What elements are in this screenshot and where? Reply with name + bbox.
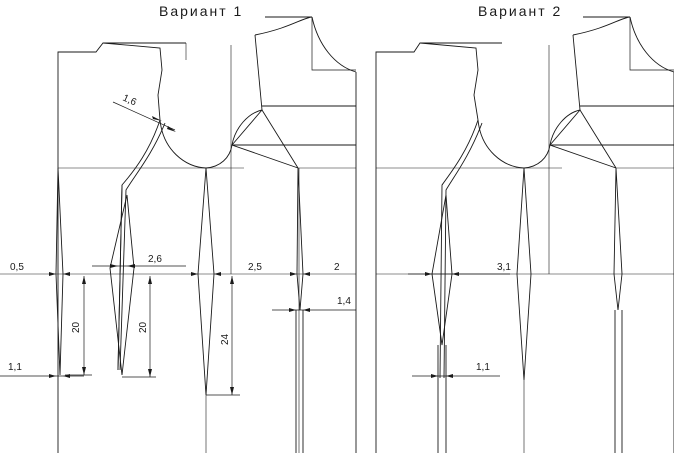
v1-frame — [57, 42, 186, 453]
variant-1-drawing: Вариант 1 — [0, 3, 357, 453]
v1-dim-20b: 20 — [138, 321, 149, 333]
v1-dim-0-5: 0,5 — [10, 262, 24, 273]
v2-dim-1-1: 1,1 — [476, 362, 490, 373]
v1-dim-1-4: 1,4 — [337, 296, 351, 307]
variant-2-drawing: Вариант 2 3,1 — [375, 3, 674, 453]
variant-2-title: Вариант 2 — [478, 3, 562, 19]
variant-1-title: Вариант 1 — [159, 3, 243, 19]
v2-dim-3-1: 3,1 — [497, 262, 511, 273]
v1-dim-2-6: 2,6 — [148, 254, 162, 265]
v1-dim-2: 2 — [334, 262, 340, 273]
v1-dim-2-5: 2,5 — [248, 262, 262, 273]
v1-dim-24: 24 — [220, 333, 231, 345]
v1-dim-20a: 20 — [71, 321, 82, 333]
v1-dim-1-1: 1,1 — [8, 362, 22, 373]
v1-dim-1-6: 1,6 — [121, 93, 139, 109]
